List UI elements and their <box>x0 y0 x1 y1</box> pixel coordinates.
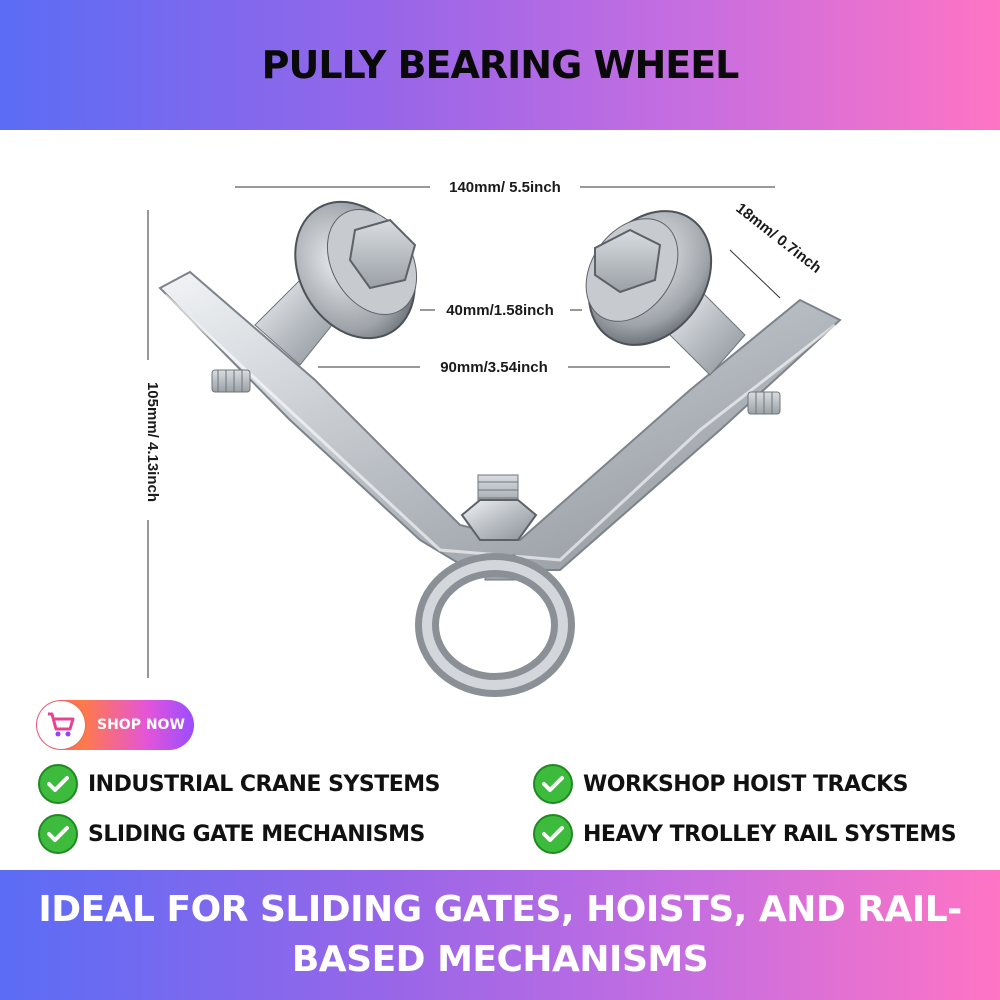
dimension-span-label: 90mm/3.54inch <box>440 359 548 376</box>
cart-badge <box>37 701 85 749</box>
eye-ring <box>415 553 575 697</box>
feature-label: INDUSTRIAL CRANE SYSTEMS <box>88 771 441 797</box>
feature-label: HEAVY TROLLEY RAIL SYSTEMS <box>583 821 957 847</box>
footer-banner: IDEAL FOR SLIDING GATES, HOISTS, AND RAI… <box>0 870 1000 1000</box>
page-title: PULLY BEARING WHEEL <box>261 43 740 87</box>
feature-item-gate: SLIDING GATE MECHANISMS <box>38 812 425 856</box>
feature-item-crane: INDUSTRIAL CRANE SYSTEMS <box>38 762 441 806</box>
shopping-cart-icon <box>48 712 75 737</box>
check-icon <box>38 814 78 854</box>
feature-label: WORKSHOP HOIST TRACKS <box>583 771 909 797</box>
side-bolt-left <box>211 369 251 393</box>
feature-item-trolley: HEAVY TROLLEY RAIL SYSTEMS <box>533 812 957 856</box>
product-illustration: 140mm/ 5.5inch 18mm/ 0.7inch 40mm/1.58in… <box>144 179 842 697</box>
side-bolt-right <box>747 391 781 415</box>
check-icon <box>38 764 78 804</box>
footer-tagline: IDEAL FOR SLIDING GATES, HOISTS, AND RAI… <box>38 889 962 980</box>
dimension-lines <box>147 186 781 678</box>
check-icon <box>533 764 573 804</box>
bearing-wheel-left <box>294 200 418 340</box>
shop-now-label: SHOP NOW <box>97 717 185 733</box>
check-icon <box>533 814 573 854</box>
center-nut <box>460 474 538 541</box>
feature-item-hoist: WORKSHOP HOIST TRACKS <box>533 762 909 806</box>
dimension-diameter-label: 40mm/1.58inch <box>446 302 554 319</box>
product-image-area: 140mm/ 5.5inch 18mm/ 0.7inch 40mm/1.58in… <box>0 130 1000 700</box>
header-banner: PULLY BEARING WHEEL <box>0 0 1000 130</box>
shop-now-button[interactable]: SHOP NOW <box>36 700 194 750</box>
dimension-width-label: 140mm/ 5.5inch <box>449 179 561 196</box>
bearing-wheel-right <box>585 210 713 346</box>
feature-label: SLIDING GATE MECHANISMS <box>88 821 425 847</box>
dimension-height-label: 105mm/ 4.13inch <box>144 382 161 502</box>
